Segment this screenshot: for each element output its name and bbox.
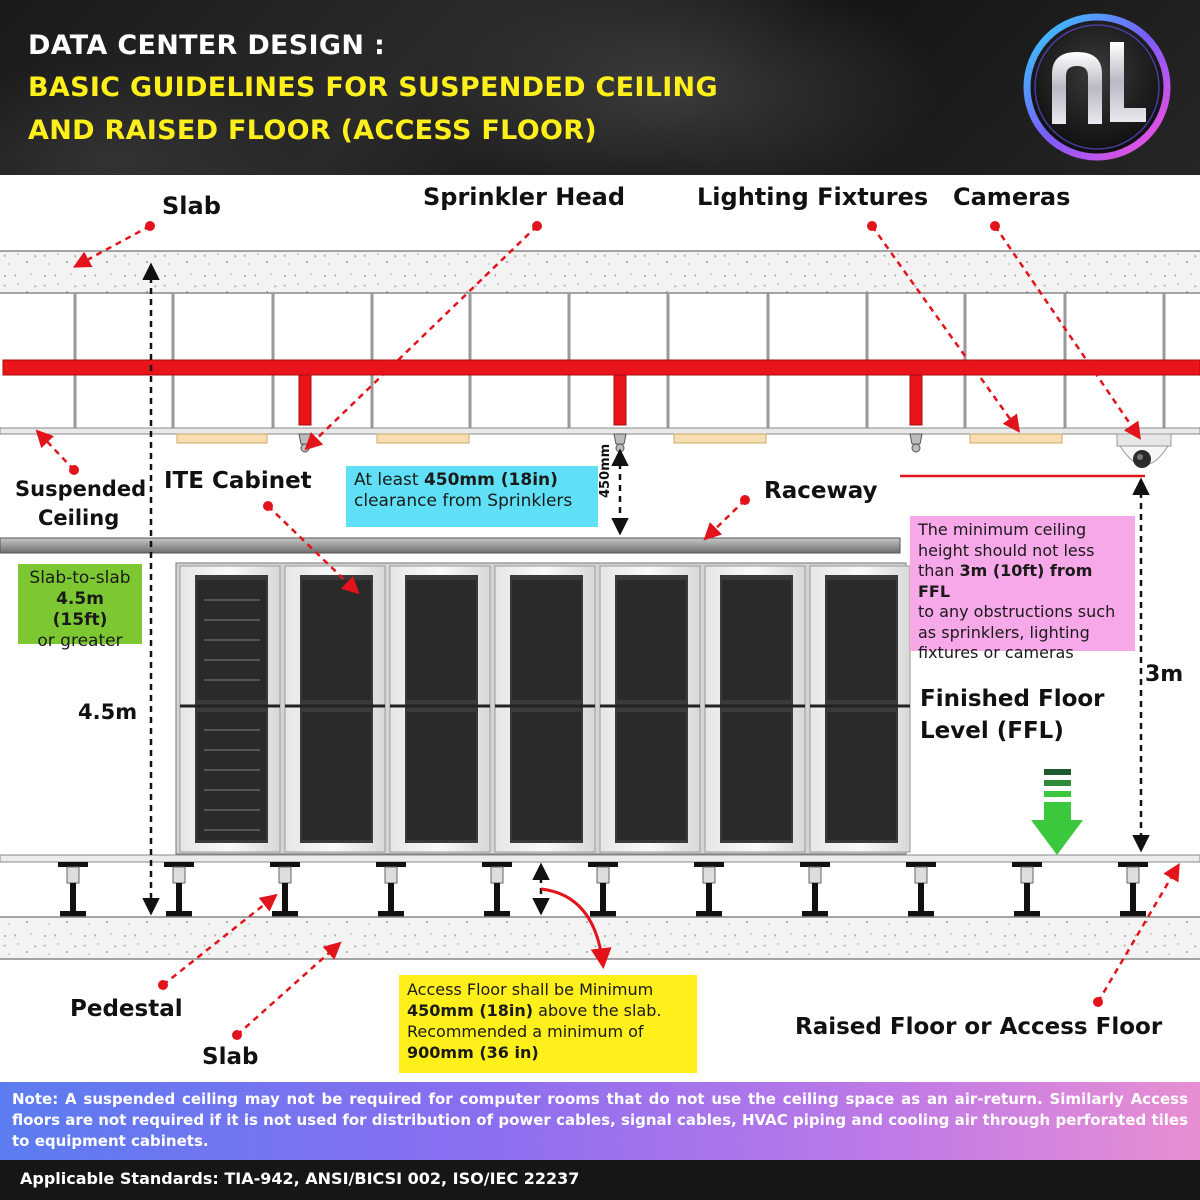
diagram-canvas — [0, 221, 1200, 1040]
title-line-3: AND RAISED FLOOR (ACCESS FLOOR) — [28, 115, 597, 146]
header-texture — [420, 0, 940, 175]
ceiling-height-text: The minimum ceiling — [918, 520, 1087, 539]
ceiling-height-text: than — [918, 561, 960, 580]
ceiling-height-text: height should not less — [918, 540, 1095, 560]
label-ite-cabinet: ITE Cabinet — [164, 468, 312, 494]
ffl-down-arrow-icon — [1031, 769, 1083, 855]
label-cameras: Cameras — [953, 183, 1071, 211]
label-slab-top: Slab — [162, 192, 221, 220]
note-banner: Note: A suspended ceiling may not be req… — [0, 1082, 1200, 1160]
slab-to-slab-text: or greater — [37, 631, 123, 651]
access-floor-recommended-value: 900mm (36 in) — [407, 1043, 539, 1062]
ite-cabinet — [283, 564, 387, 854]
pedestals — [58, 861, 1149, 918]
clearance-value: 450mm (18in) — [423, 470, 558, 490]
title-line-1: DATA CENTER DESIGN : — [28, 30, 386, 61]
label-ffl-line1: Finished Floor — [920, 686, 1105, 712]
sprinkler-clearance-box: At least 450mm (18in) clearance from Spr… — [346, 466, 598, 527]
title-line-2: BASIC GUIDELINES FOR SUSPENDED CEILING — [28, 72, 718, 103]
suspended-ceiling — [0, 427, 1200, 435]
ite-cabinet — [703, 564, 807, 854]
raceway-tray — [0, 537, 901, 554]
access-floor-text: Access Floor shall be Minimum — [407, 980, 654, 999]
label-sprinkler-head: Sprinkler Head — [423, 183, 626, 211]
slab-to-slab-value: 4.5m (15ft) — [52, 589, 108, 630]
label-raised-floor: Raised Floor or Access Floor — [795, 1014, 1163, 1040]
label-height-3m: 3m — [1145, 662, 1184, 687]
access-floor-text: above the slab. — [533, 1001, 662, 1020]
top-slab — [0, 250, 1200, 294]
ceiling-height-value: 3m (10ft) from FFL — [918, 561, 1093, 601]
ceiling-height-text: as sprinklers, lighting — [918, 622, 1090, 642]
slab-to-slab-box: Slab-to-slab 4.5m (15ft) or greater — [18, 564, 142, 651]
label-ceiling: Ceiling — [38, 506, 120, 530]
raised-floor-tiles — [0, 854, 1200, 863]
ite-cabinets — [175, 562, 912, 855]
ite-cabinet — [493, 564, 597, 854]
label-450mm: 450mm — [598, 443, 613, 498]
ceiling-height-text: fixtures or cameras — [918, 643, 1074, 662]
access-floor-text: Recommended a minimum of — [407, 1022, 644, 1041]
sprinkler-pipe — [2, 359, 1200, 426]
leader-lines — [35, 221, 1180, 1040]
ceiling-height-text: to any obstructions such — [918, 602, 1116, 621]
clearance-text: clearance from Sprinklers — [354, 491, 573, 511]
ite-cabinet — [598, 564, 702, 854]
camera-icon — [1116, 433, 1172, 468]
slab-to-slab-text: Slab-to-slab — [29, 568, 131, 588]
label-suspended: Suspended — [15, 477, 147, 501]
access-floor-min-value: 450mm (18in) — [407, 1001, 534, 1020]
label-raceway: Raceway — [764, 478, 878, 504]
ite-cabinet — [808, 564, 912, 854]
label-pedestal: Pedestal — [70, 996, 183, 1022]
label-slab-bottom: Slab — [202, 1044, 259, 1070]
label-lighting-fixtures: Lighting Fixtures — [697, 183, 929, 211]
nl-logo-icon — [1023, 13, 1171, 161]
header-banner: DATA CENTER DESIGN : BASIC GUIDELINES FO… — [0, 0, 1200, 175]
access-floor-arrow — [540, 887, 612, 970]
clearance-text: At least — [354, 470, 424, 490]
label-height-4-5m: 4.5m — [78, 700, 138, 724]
label-ffl-line2: Level (FFL) — [920, 718, 1064, 744]
ceiling-height-box: The minimum ceiling height should not le… — [910, 516, 1135, 662]
header-texture — [0, 60, 300, 175]
ite-cabinet — [388, 564, 492, 854]
applicable-standards: Applicable Standards: TIA-942, ANSI/BICS… — [0, 1160, 1200, 1200]
access-floor-box: Access Floor shall be Minimum 450mm (18i… — [399, 975, 697, 1073]
